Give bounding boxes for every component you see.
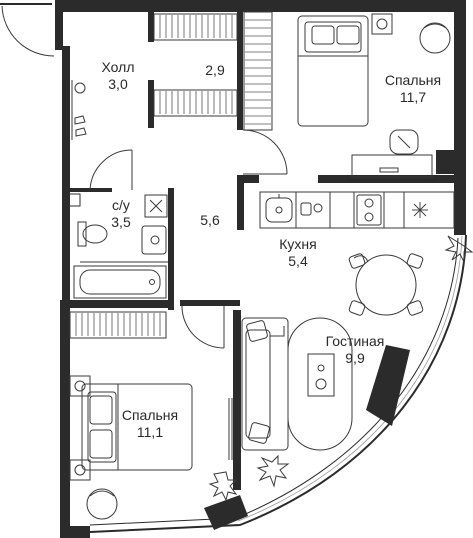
pillar	[204, 495, 248, 530]
kitchen-fixtures	[259, 191, 473, 316]
room-area: 9,9	[345, 350, 365, 366]
kitchen-counter	[259, 191, 455, 229]
washing-machine-icon	[144, 194, 168, 218]
outer-walls	[55, 0, 466, 538]
sink-icon	[141, 225, 167, 255]
sink-icon	[265, 194, 293, 223]
desk-icon	[351, 129, 433, 178]
armchair-icon	[86, 488, 118, 520]
shoe-icon	[74, 115, 86, 125]
wardrobe-icon	[153, 13, 238, 117]
door-swing-icon	[181, 305, 225, 349]
bedroom2-furniture	[69, 311, 238, 520]
room-area: 2,9	[205, 62, 225, 78]
plant-icon	[208, 471, 238, 502]
room-label-hall: Холл 3,0	[96, 59, 140, 93]
bed-icon	[297, 15, 369, 127]
wardrobe-icon	[243, 11, 273, 131]
room-name: Гостиная	[325, 333, 385, 349]
room-name: Холл	[101, 59, 135, 75]
dining-table-icon	[348, 253, 424, 316]
room-label-bathroom: с/у 3,5	[104, 197, 138, 231]
stove-icon	[356, 194, 382, 226]
door-swing-icon	[89, 149, 133, 191]
room-label-kitchen: Кухня 5,4	[270, 236, 326, 270]
room-name: Спальня	[384, 72, 442, 88]
room-area: 3,0	[108, 76, 128, 92]
bathtub-icon	[73, 265, 167, 299]
living-furniture	[228, 317, 353, 488]
bed-icon	[81, 383, 193, 471]
sofa-icon	[241, 317, 289, 451]
pillar	[366, 345, 410, 426]
bedroom1-furniture	[242, 11, 451, 178]
room-name: с/у	[112, 197, 130, 213]
room-area: 11,1	[136, 424, 164, 440]
fan-icon	[412, 202, 428, 218]
plant-icon	[444, 235, 473, 263]
room-name: Кухня	[279, 236, 317, 252]
plant-icon	[256, 454, 290, 488]
room-label-bedroom1: Спальня 11,7	[378, 72, 448, 106]
toilet-icon	[77, 221, 108, 247]
door-swing-icon	[242, 129, 288, 175]
room-label-bedroom2: Спальня 11,1	[112, 407, 188, 441]
room-label-corridor: 5,6	[193, 212, 227, 229]
room-label-closet: 2,9	[198, 62, 232, 79]
entrance-door-icon	[0, 3, 55, 57]
room-area: 3,5	[111, 214, 131, 230]
bathroom-fixtures	[67, 193, 168, 299]
wardrobe-icon	[69, 311, 167, 339]
room-area: 11,7	[399, 89, 427, 105]
hall	[71, 80, 133, 191]
room-label-living: Гостиная 9,9	[315, 333, 395, 367]
armchair-icon	[419, 22, 451, 54]
curved-window-wall	[89, 234, 467, 533]
room-area: 5,4	[288, 253, 308, 269]
room-area: 5,6	[200, 212, 220, 228]
room-name: Спальня	[121, 407, 179, 423]
